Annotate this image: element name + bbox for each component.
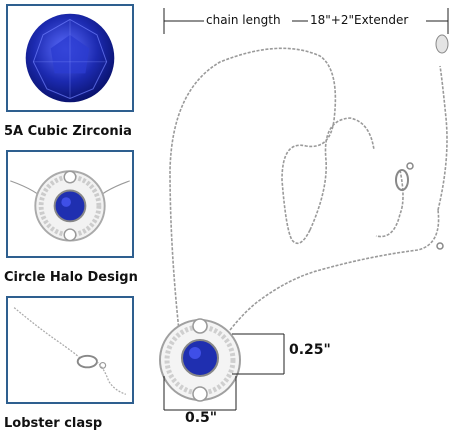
caption-halo: Circle Halo Design: [4, 270, 138, 285]
lobster-clasp-image: [13, 307, 127, 395]
pendant-width-value: 0.5": [185, 410, 218, 426]
chain: [169, 47, 448, 341]
halo-pendant: [159, 318, 241, 402]
blue-gem-image: [25, 13, 115, 103]
thumbnail-halo: [6, 150, 134, 258]
chain-length-label: chain length: [206, 13, 281, 27]
lobster-clasp: [395, 169, 409, 191]
extender-tag: [435, 34, 449, 54]
thumbnail-clasp: [6, 296, 134, 404]
caption-gem: 5A Cubic Zirconia: [4, 124, 132, 139]
caption-clasp: Lobster clasp: [4, 416, 103, 431]
necklace-image: [159, 8, 449, 411]
chain-length-value: 18"+2"Extender: [310, 13, 409, 27]
halo-pendant-image: [10, 170, 130, 242]
pendant-height-value: 0.25": [289, 342, 331, 358]
thumbnail-gem: [6, 4, 134, 112]
